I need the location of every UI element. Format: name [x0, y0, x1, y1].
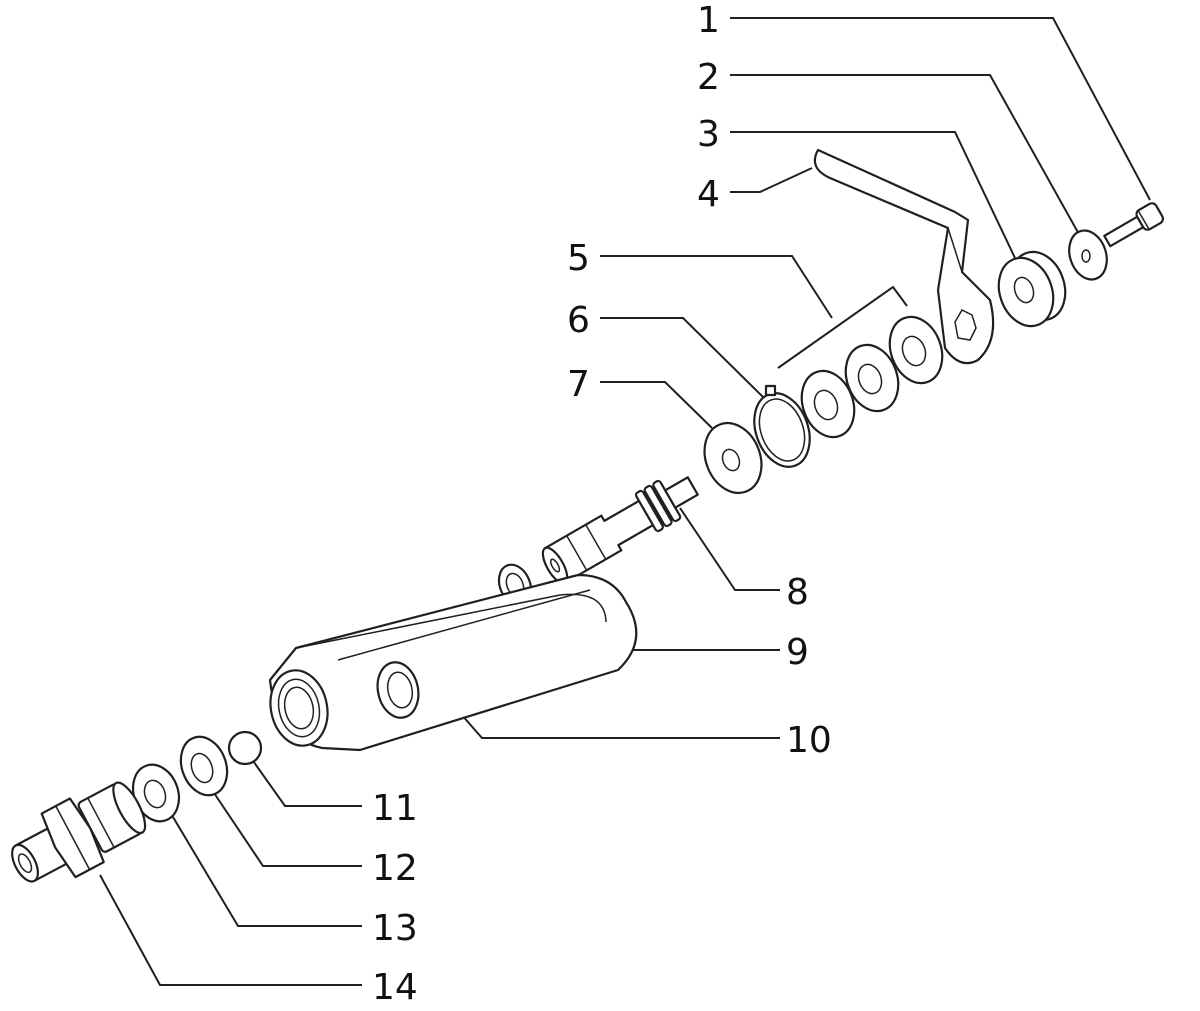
callout-2: 2 — [697, 57, 720, 98]
part-handle-lever — [813, 148, 995, 365]
leader-line-14 — [99, 874, 362, 986]
part-valve-body — [268, 573, 638, 752]
callout-3: 3 — [697, 114, 720, 155]
leader-line-13 — [169, 811, 362, 927]
part-small-washer — [1068, 229, 1108, 281]
callout-10: 10 — [786, 720, 832, 761]
leader-line-2 — [730, 74, 1081, 237]
bracket-5 — [777, 285, 908, 369]
callout-13: 13 — [372, 908, 418, 949]
callout-7: 7 — [567, 364, 590, 405]
part-flat-washer — [703, 422, 763, 494]
part-screw — [1103, 202, 1165, 248]
callout-14: 14 — [372, 967, 418, 1008]
callout-11: 11 — [372, 788, 418, 829]
leader-line-8 — [679, 507, 780, 591]
callout-6: 6 — [567, 300, 590, 341]
callout-1: 1 — [697, 0, 720, 41]
leader-line-1 — [730, 17, 1151, 201]
callout-4: 4 — [697, 174, 720, 215]
callout-9: 9 — [786, 632, 809, 673]
leader-line-12 — [211, 789, 362, 867]
part-ball — [227, 730, 263, 766]
callout-labels: 1 2 3 4 5 6 7 8 9 10 11 12 13 14 — [372, 0, 832, 1008]
callout-12: 12 — [372, 848, 418, 889]
part-retaining-ring — [753, 384, 811, 468]
leader-line-3 — [730, 131, 1016, 259]
leader-lines — [99, 17, 1151, 986]
part-washer-set — [800, 315, 944, 439]
leader-line-6 — [600, 317, 765, 399]
leader-line-7 — [600, 381, 713, 429]
callout-5: 5 — [567, 238, 590, 279]
part-spacer — [997, 250, 1067, 328]
callout-8: 8 — [786, 572, 809, 613]
leader-line-5 — [600, 255, 833, 319]
leader-line-11 — [250, 757, 362, 807]
part-seat — [179, 735, 229, 797]
leader-line-4 — [730, 167, 813, 193]
part-hose-fitting — [11, 781, 147, 883]
part-valve-stem — [541, 476, 699, 585]
